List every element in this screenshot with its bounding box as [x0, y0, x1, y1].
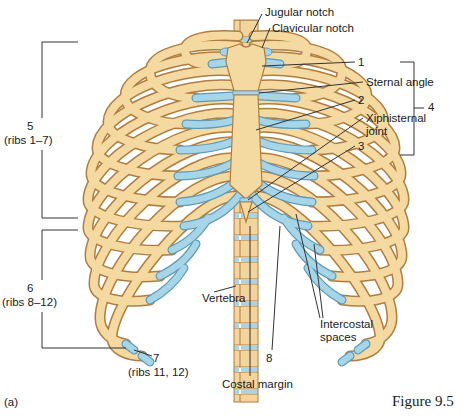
left-ribs — [88, 36, 242, 362]
leader-line — [250, 226, 251, 376]
leader-line — [256, 100, 355, 130]
callout-number: 3 — [358, 140, 378, 153]
leader-line — [214, 286, 236, 292]
bracket — [42, 42, 78, 118]
xiphoid-process — [240, 202, 252, 222]
rib-range: (ribs 8–12) — [2, 296, 78, 309]
bracket — [42, 230, 78, 280]
callout-number: 5 — [27, 120, 47, 133]
leader-line — [248, 118, 363, 200]
part-label: Clavicular notch — [272, 22, 382, 35]
rib-range: (ribs 1–7) — [4, 134, 74, 147]
callout-number: 8 — [266, 352, 286, 365]
leader-line — [259, 82, 363, 93]
part-label: Vertebra — [202, 292, 272, 305]
part-label: Jugular notch — [265, 6, 375, 19]
part-label: Intercostal spaces — [320, 318, 384, 344]
leader-line — [272, 226, 280, 350]
leader-line — [262, 62, 355, 66]
callout-number: 1 — [358, 56, 378, 69]
callout-number: 7 — [153, 352, 173, 365]
bracket — [414, 108, 424, 109]
leader-line — [248, 146, 355, 212]
callout-number: 4 — [428, 101, 448, 114]
bracket — [400, 62, 414, 155]
leader-line — [247, 14, 262, 43]
callout-number: 2 — [358, 94, 378, 107]
callout-number: 6 — [27, 282, 47, 295]
sternum-body — [230, 95, 262, 199]
leader-line — [262, 28, 270, 48]
part-label: Xiphisternal joint — [366, 112, 438, 138]
part-label: Costal margin — [222, 378, 322, 391]
bracket — [42, 312, 126, 348]
part-label: Sternal angle — [366, 76, 466, 89]
leader-line — [134, 350, 152, 356]
rib-range: (ribs 11, 12) — [128, 366, 218, 379]
figure-caption: Figure 9.5 — [392, 393, 454, 410]
bracket — [42, 150, 78, 218]
manubrium — [226, 44, 266, 91]
panel-letter: (a) — [4, 396, 34, 409]
leader-line — [314, 244, 323, 318]
